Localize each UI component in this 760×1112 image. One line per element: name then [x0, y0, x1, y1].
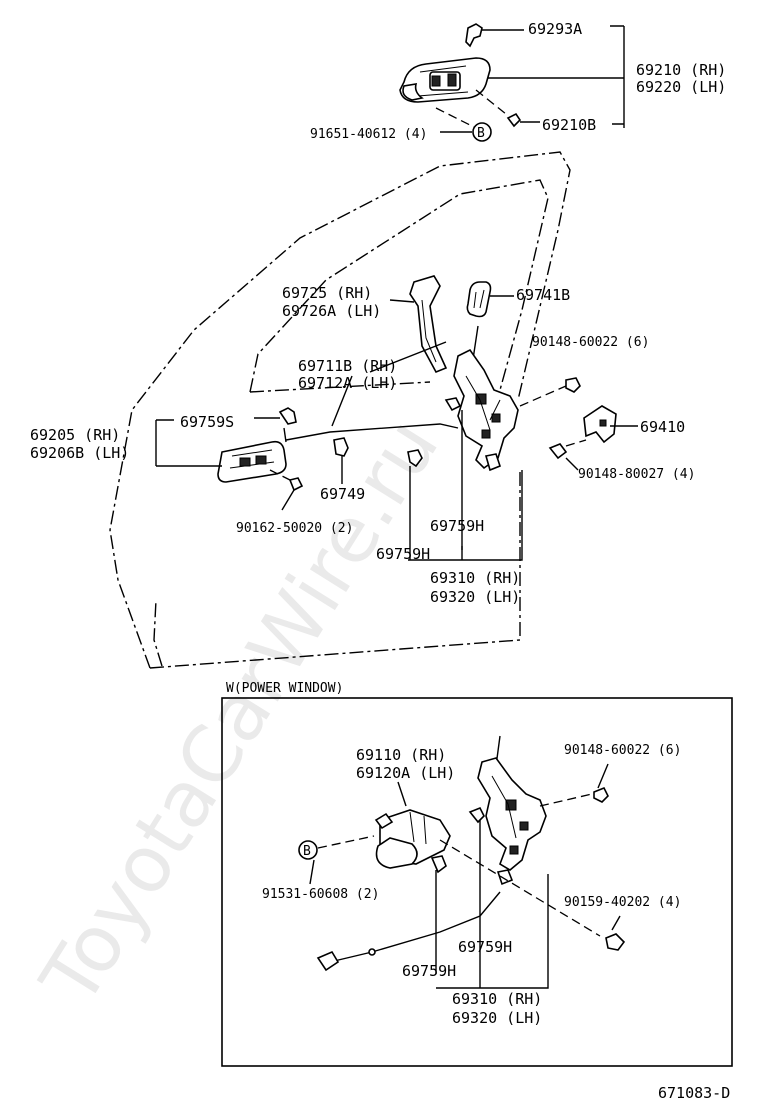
callout-b-circle-pw [298, 840, 318, 860]
outside-handle-group: B [399, 23, 625, 142]
watermark: ToyotaCarWire.ru [24, 404, 456, 1021]
part-69205-rh: 69205 (RH) [30, 426, 120, 444]
part-90159-40202: 90159-40202 (4) [564, 895, 681, 910]
part-69110-rh: 69110 (RH) [356, 746, 446, 764]
part-69759h-door-b: 69759H [376, 545, 430, 563]
clip-69759h-pw-b-drawing [430, 855, 447, 874]
part-69759h-pw-b: 69759H [402, 962, 456, 980]
part-69320-lh-pw: 69320 (LH) [452, 1009, 542, 1027]
screw-90148-80027-drawing [548, 443, 568, 460]
part-69741b: 69741B [516, 286, 570, 304]
part-69320-lh-door: 69320 (LH) [430, 588, 520, 606]
door-lock-assembly-drawing [453, 325, 519, 472]
part-90162-50020: 90162-50020 (2) [236, 521, 353, 536]
part-90148-80027: 90148-80027 (4) [578, 467, 695, 482]
outside-handle-drawing [399, 57, 491, 103]
callout-b-label-pw: B [303, 844, 311, 859]
part-69759s: 69759S [180, 413, 234, 431]
power-window-box [221, 697, 733, 1067]
part-69712a-lh: 69712A (LH) [298, 374, 397, 392]
part-69725-rh: 69725 (RH) [282, 284, 372, 302]
striker-69410-drawing [583, 405, 617, 444]
cover-69741b-drawing [466, 281, 492, 318]
cable-drawing [329, 891, 501, 963]
inside-handle-69205-drawing [217, 440, 287, 483]
power-window-title: W(POWER WINDOW) [226, 681, 343, 696]
part-90148-60022-pw: 90148-60022 (6) [564, 743, 681, 758]
part-69749: 69749 [320, 485, 365, 503]
clip-69759h-a-drawing [407, 449, 423, 468]
part-69120a-lh: 69120A (LH) [356, 764, 455, 782]
door-outline [109, 151, 571, 669]
clip-69759h-pw-a-drawing [468, 806, 485, 824]
lock-motor-69110-drawing [374, 809, 451, 869]
door-leaders [155, 295, 638, 561]
part-69220-lh: 69220 (LH) [636, 78, 726, 96]
door-lock-assembly-pw-drawing [477, 735, 547, 886]
part-90148-60022-door: 90148-60022 (6) [532, 335, 649, 350]
part-69711b-rh: 69711B (RH) [298, 357, 397, 375]
leader-b-91651 [435, 107, 481, 131]
part-69293a: 69293A [528, 20, 582, 38]
screw-90162-50020-drawing [288, 477, 304, 492]
callout-b-label: B [477, 126, 485, 141]
part-69759h-pw-a: 69759H [458, 938, 512, 956]
callout-b-circle [472, 122, 492, 142]
diagram-code: 671083-D [658, 1084, 730, 1102]
screw-90159-drawing [605, 933, 626, 951]
part-69759h-door-a: 69759H [430, 517, 484, 535]
pw-leaders [309, 763, 621, 989]
part-69206b-lh: 69206B (LH) [30, 444, 129, 462]
part-69410: 69410 [640, 418, 685, 436]
lock-link-69725-drawing [409, 275, 448, 374]
screw-90148-60022-drawing [565, 377, 581, 393]
rod-69711b-drawing [285, 423, 459, 441]
part-69310-rh-door: 69310 (RH) [430, 569, 520, 587]
part-91651-40612: 91651-40612 (4) [310, 127, 427, 142]
part-69210b: 69210B [542, 116, 596, 134]
part-69310-rh-pw: 69310 (RH) [452, 990, 542, 1008]
screw-69210b-drawing [506, 112, 522, 128]
clip-69759h-b-drawing [444, 397, 462, 412]
clip-69293a-drawing [465, 23, 483, 48]
clip-69759s-drawing [278, 407, 297, 425]
part-69210-rh: 69210 (RH) [636, 61, 726, 79]
part-91531-60608: 91531-60608 (2) [262, 887, 379, 902]
part-69726a-lh: 69726A (LH) [282, 302, 381, 320]
clip-69749-drawing [333, 437, 349, 457]
screw-90148-60022-pw-drawing [593, 786, 609, 803]
